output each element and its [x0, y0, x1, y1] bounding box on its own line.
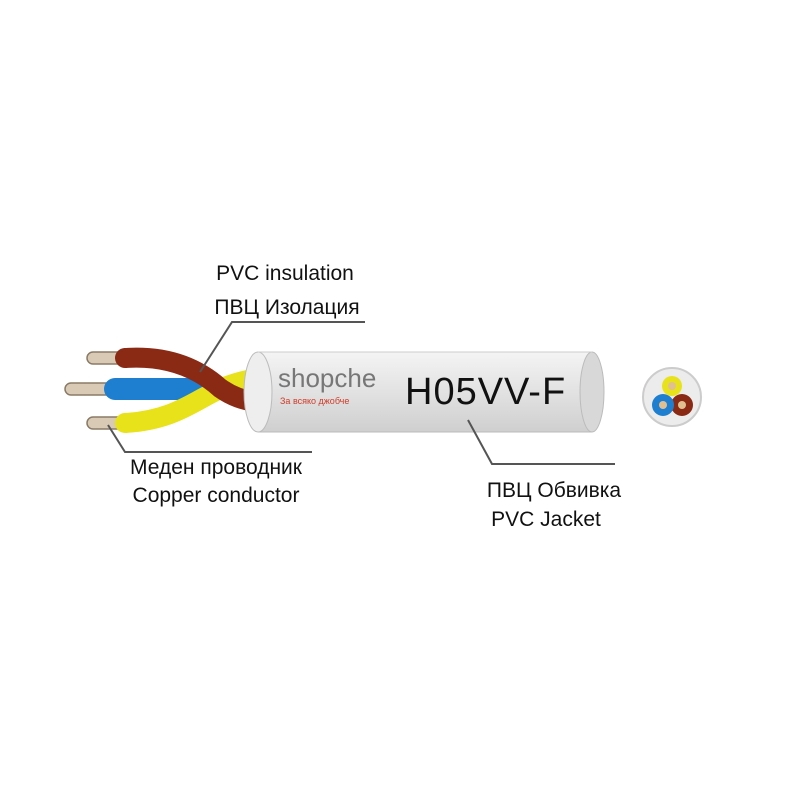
cable-cross-section: [642, 367, 702, 427]
pvc-jacket: [243, 351, 605, 433]
label-jacket-en: PVC Jacket: [491, 508, 601, 531]
insulation-leader-line: [199, 321, 365, 373]
jacket-leader-line: [467, 419, 615, 465]
label-jacket-bg: ПВЦ Обвивка: [486, 479, 622, 502]
label-insulation-bg: ПВЦ Изолация: [214, 296, 360, 319]
watermark-brand: shopche: [278, 363, 377, 393]
watermark-tagline: За всяко джобче: [280, 396, 350, 406]
label-conductor-bg: Меден проводник: [130, 456, 302, 479]
conductor-leader-line: [107, 424, 312, 453]
label-conductor-en: Copper conductor: [132, 484, 300, 507]
label-insulation-en: PVC insulation: [216, 262, 354, 285]
cable-marking: H05VV-F: [405, 371, 567, 413]
